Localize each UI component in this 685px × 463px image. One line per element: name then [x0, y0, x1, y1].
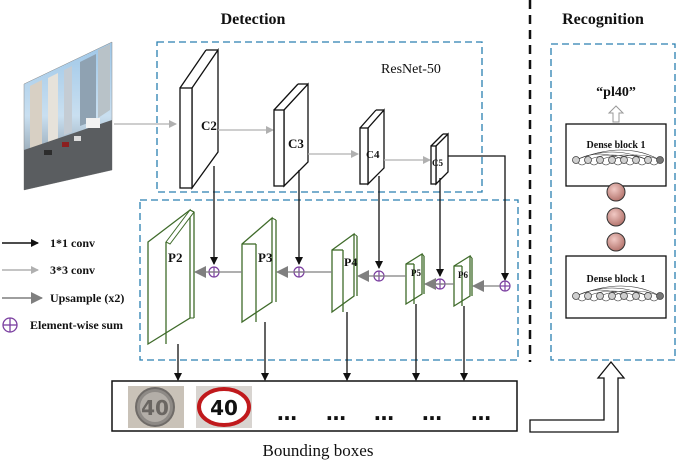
detected-sign-2: 40 [196, 386, 252, 428]
detected-sign-1-value: 40 [141, 396, 169, 420]
ellipsis-1: … [277, 401, 297, 425]
c5-to-p6-arrow [448, 155, 509, 281]
legend-sum-icon [2, 317, 18, 333]
dense-node-stack [606, 182, 626, 252]
input-street-image [23, 41, 113, 191]
stage-c2: C2 [179, 47, 219, 191]
stage-c5: C5 [430, 132, 449, 186]
stage-c2-label: C2 [201, 118, 217, 133]
detected-sign-1: 40 [128, 386, 184, 428]
level-p5-label: P5 [411, 268, 421, 278]
pyramid-box [139, 199, 519, 361]
stage-c4-label: C4 [366, 149, 380, 161]
dense-node-1 [606, 182, 626, 202]
dense-block-bottom-label: Dense block 1 [587, 274, 646, 285]
backbone-box [156, 41, 483, 193]
level-p3-label: P3 [258, 250, 273, 265]
legend-conv1-label: 1*1 conv [50, 236, 95, 250]
level-p6: P6 [453, 254, 473, 308]
backbone-name: ResNet-50 [381, 62, 441, 77]
recognition-output: “pl40” [596, 85, 636, 100]
level-p4-label: P4 [344, 255, 357, 269]
level-p4: P4 [331, 232, 358, 314]
legend-sum-label: Element-wise sum [30, 318, 123, 332]
level-p6-label: P6 [458, 270, 468, 280]
recognition-box [550, 43, 676, 361]
dense-node-2 [606, 207, 626, 227]
level-p2-label: P2 [168, 250, 182, 265]
level-p2: P2 [147, 208, 195, 346]
stage-c3: C3 [273, 82, 309, 188]
dense-node-3 [606, 232, 626, 252]
dense-block-bottom: Dense block 1 [565, 255, 667, 319]
recognition-output-arrow [607, 105, 625, 123]
stage-c4: C4 [359, 108, 385, 186]
ellipsis-5: … [471, 401, 491, 425]
legend-upsample-label: Upsample (x2) [50, 291, 124, 305]
level-p5: P5 [405, 252, 425, 306]
sum-icon-p6 [499, 280, 511, 292]
legend: 1*1 conv 3*3 conv Upsample (x2) Element-… [2, 236, 124, 333]
stage-c5-label: C5 [432, 158, 443, 168]
to-recognition-arrow [529, 360, 626, 433]
detection-header: Detection [221, 11, 286, 28]
legend-conv3-label: 3*3 conv [50, 263, 95, 277]
ellipsis-2: … [326, 401, 346, 425]
recognition-header: Recognition [562, 11, 644, 28]
dense-block-top: Dense block 1 [565, 123, 667, 187]
ellipsis-3: … [374, 401, 394, 425]
bounding-boxes-caption: Bounding boxes [263, 441, 374, 460]
dense-block-top-label: Dense block 1 [587, 140, 646, 151]
detected-sign-2-value: 40 [210, 396, 238, 420]
level-p3: P3 [241, 216, 277, 324]
stage-c3-label: C3 [288, 136, 304, 151]
ellipsis-4: … [422, 401, 442, 425]
